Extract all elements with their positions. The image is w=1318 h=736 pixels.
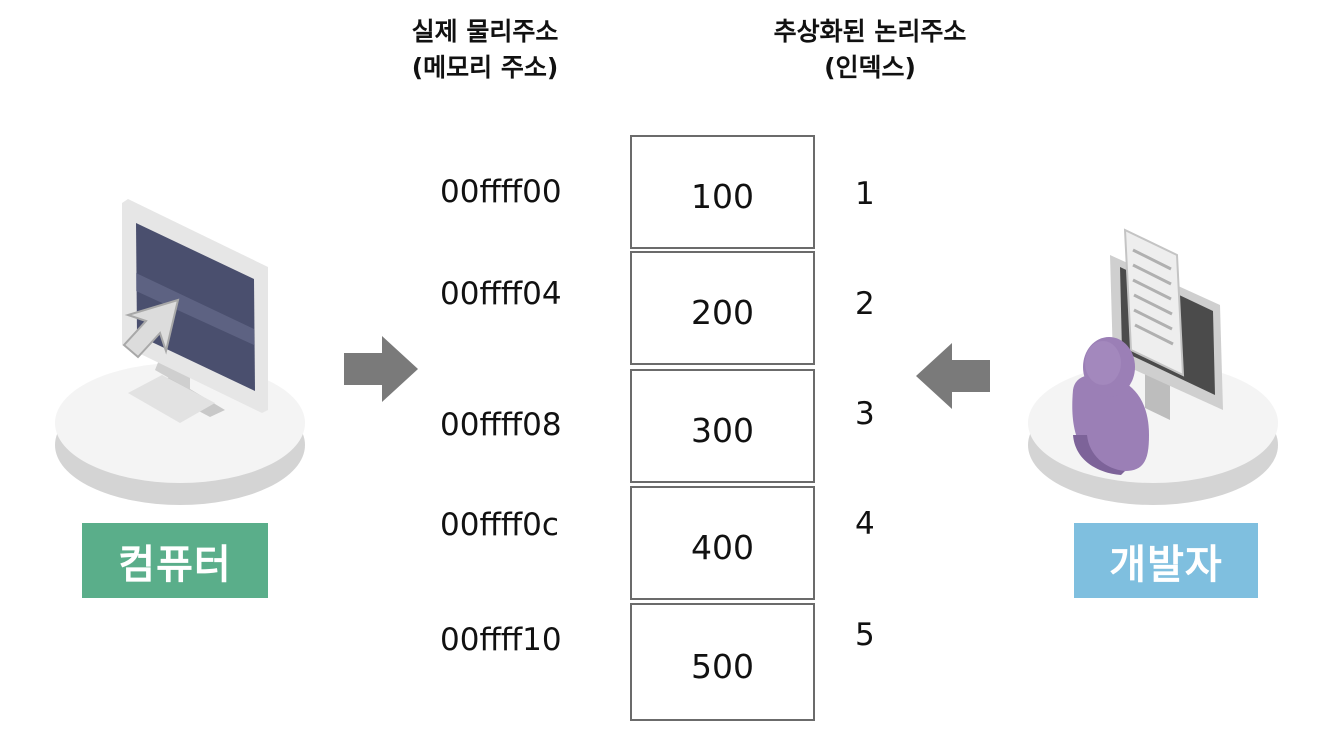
memory-cell-1: 100 <box>630 135 815 249</box>
memory-address-3: 00ffff08 <box>440 407 562 443</box>
memory-cell-value: 200 <box>691 292 754 332</box>
memory-address-5: 00ffff10 <box>440 622 562 658</box>
logical-index-2: 2 <box>855 286 875 322</box>
logical-heading-line2: (인덱스) <box>824 53 916 82</box>
memory-cell-value: 500 <box>691 646 754 686</box>
physical-heading-line2: (메모리 주소) <box>411 53 559 82</box>
logical-heading-line1: 추상화된 논리주소 <box>773 17 967 46</box>
memory-address-2: 00ffff04 <box>440 276 562 312</box>
logical-index-1: 1 <box>855 176 875 212</box>
memory-cell-2: 200 <box>630 251 815 365</box>
memory-address-1: 00ffff00 <box>440 174 562 210</box>
memory-cell-4: 400 <box>630 486 815 600</box>
developer-person-document-icon <box>1028 228 1278 505</box>
arrow-right-icon <box>344 336 418 402</box>
computer-monitor-cursor-icon <box>55 199 305 505</box>
memory-address-4: 00ffff0c <box>440 507 559 543</box>
memory-cell-3: 300 <box>630 369 815 483</box>
computer-label: 컴퓨터 <box>82 523 268 598</box>
logical-address-heading: 추상화된 논리주소 (인덱스) <box>720 14 1020 86</box>
memory-cell-value: 400 <box>691 527 754 567</box>
logical-index-4: 4 <box>855 506 875 542</box>
physical-address-heading: 실제 물리주소 (메모리 주소) <box>340 14 630 86</box>
developer-label: 개발자 <box>1074 523 1258 598</box>
arrow-left-icon <box>916 343 990 409</box>
memory-cell-5: 500 <box>630 603 815 721</box>
memory-cell-value: 300 <box>691 410 754 450</box>
physical-heading-line1: 실제 물리주소 <box>411 17 559 46</box>
memory-cell-value: 100 <box>691 176 754 216</box>
logical-index-3: 3 <box>855 396 875 432</box>
logical-index-5: 5 <box>855 617 875 653</box>
